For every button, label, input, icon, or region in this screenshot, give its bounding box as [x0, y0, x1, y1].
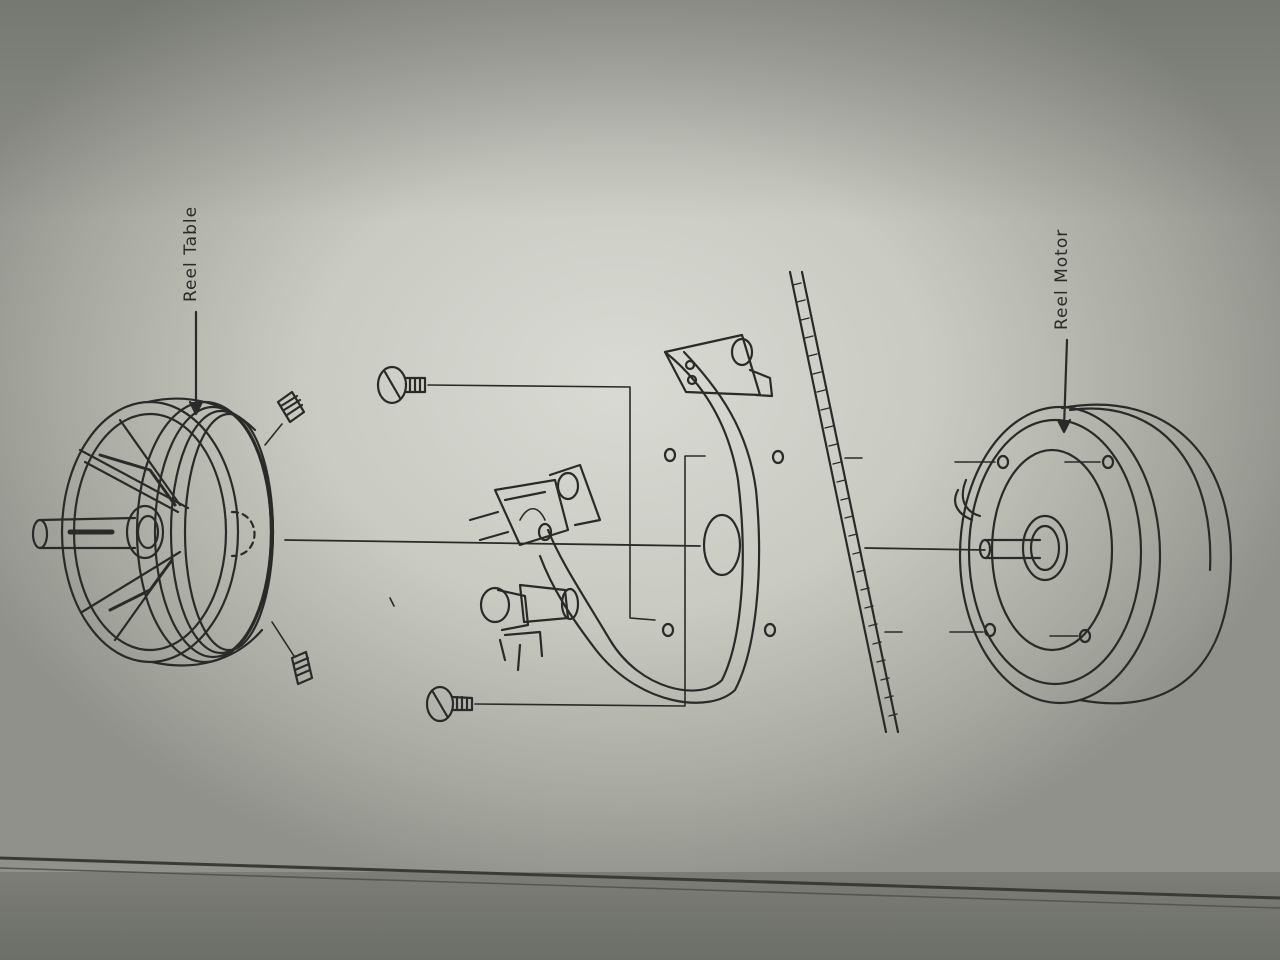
- page-edge: [0, 872, 1280, 960]
- page-shadow: [0, 0, 1280, 220]
- brake-assembly-drawing: [389, 333, 785, 704]
- page-fold-line: [0, 856, 1280, 900]
- set-screw-top: [264, 390, 306, 446]
- reel-table-drawing: [31, 310, 275, 667]
- chassis-plate-drawing: [788, 270, 903, 734]
- reel-motor-drawing: [949, 338, 1233, 705]
- set-screw-bottom: [271, 621, 314, 686]
- page-fold-line-2: [0, 867, 1280, 909]
- reel-table-label: Reel Table: [181, 205, 201, 302]
- screw-top: [376, 365, 656, 621]
- center-axis-line: [284, 539, 701, 547]
- reel-motor-label: Reel Motor: [1052, 228, 1072, 330]
- screw-bottom: [425, 455, 706, 723]
